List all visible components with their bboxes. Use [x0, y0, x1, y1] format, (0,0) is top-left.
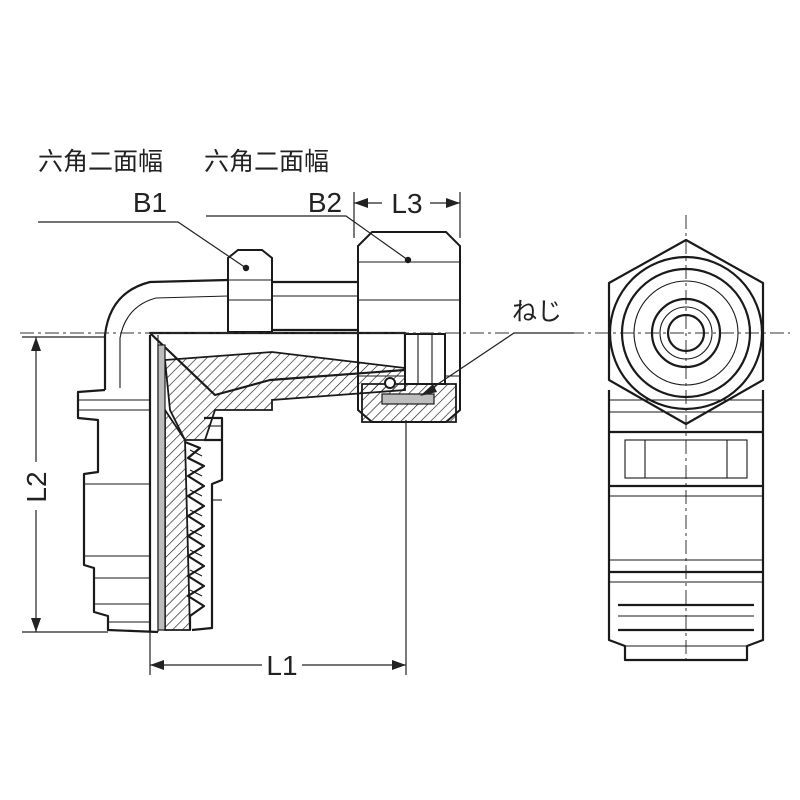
hex-b1-label: B1	[133, 187, 167, 218]
callout-b2: 六角二面幅 B2	[204, 147, 409, 261]
dimension-l2: L2	[20, 336, 108, 633]
dimension-l1-label: L1	[266, 650, 297, 681]
hex-b1-caption: 六角二面幅	[38, 147, 163, 176]
front-view	[607, 238, 765, 662]
hex-b2-caption: 六角二面幅	[204, 147, 329, 176]
side-view	[76, 231, 461, 634]
dimension-l2-label: L2	[21, 471, 52, 502]
hex-b2-label: B2	[308, 187, 342, 218]
callout-thread: ねじ	[420, 297, 574, 396]
hex-nut-b1	[227, 249, 273, 333]
dimension-l1: L1	[149, 420, 407, 681]
callout-b1: 六角二面幅 B1	[38, 147, 247, 269]
dimension-l3: L3	[353, 186, 461, 238]
thread-label: ねじ	[512, 297, 562, 326]
dimension-l3-label: L3	[391, 188, 422, 219]
